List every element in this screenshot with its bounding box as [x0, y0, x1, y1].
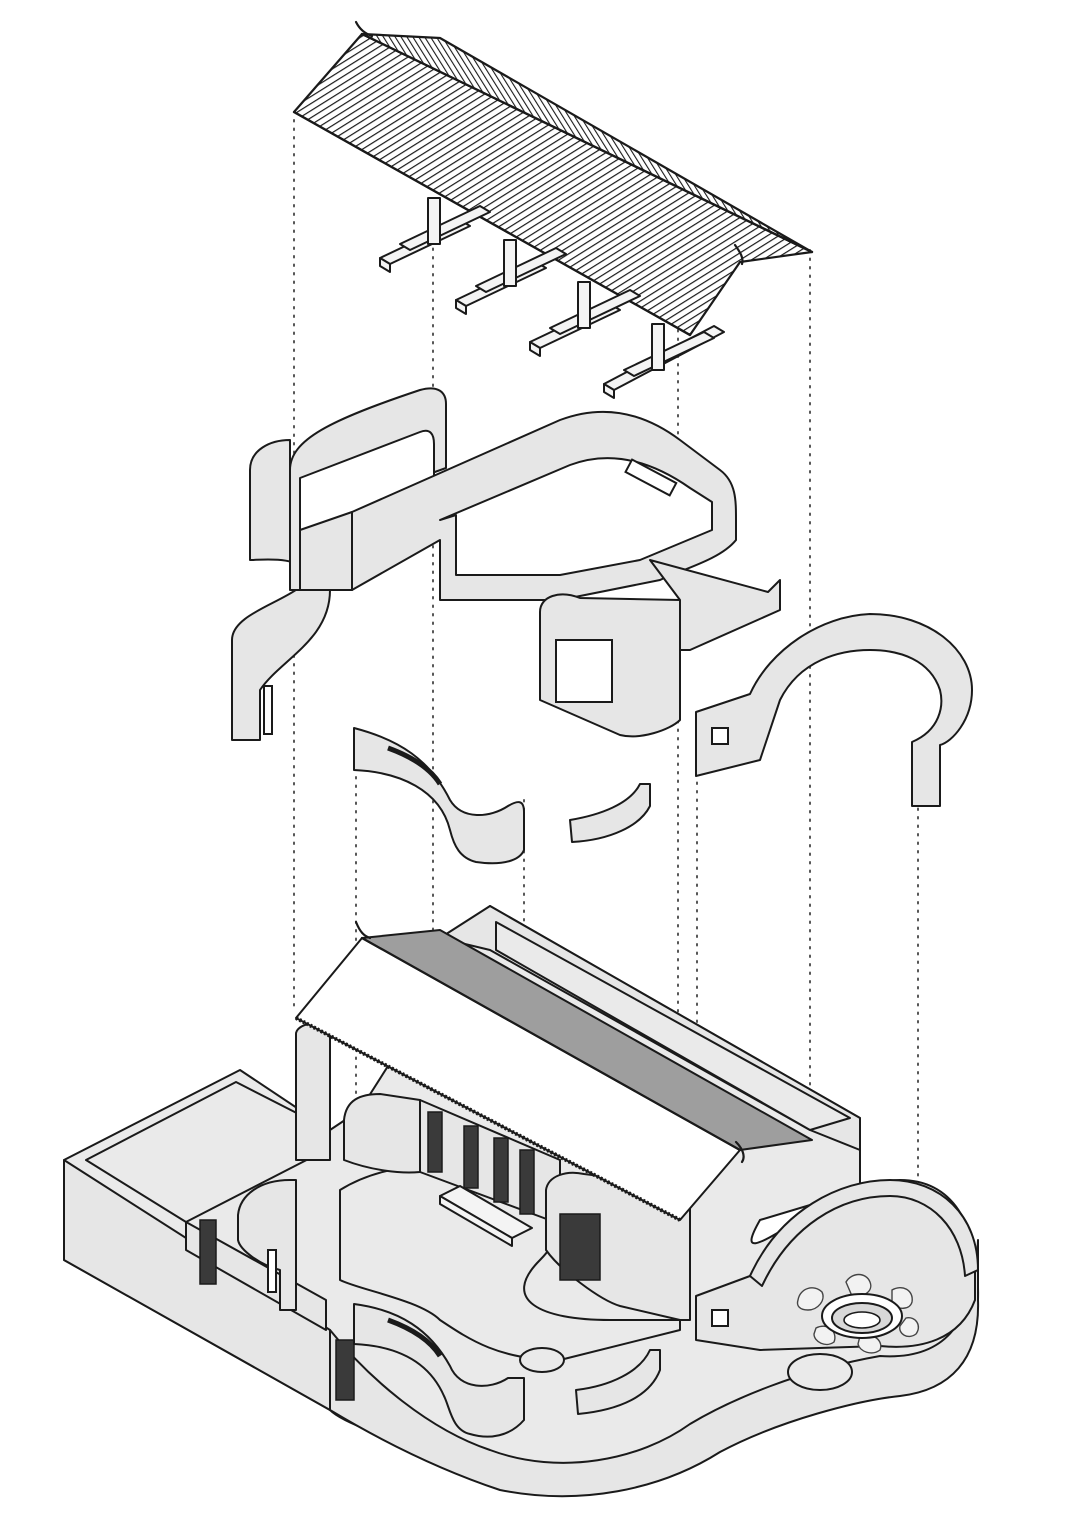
rock: [796, 1287, 824, 1311]
hall-window: [427, 1111, 443, 1173]
roof-frame-beam: [603, 323, 725, 399]
hall-roof-ridge: [360, 936, 742, 1152]
window-glazing: [199, 1219, 217, 1285]
pond-inner-ring: [843, 1311, 881, 1329]
hall-wall: [295, 1021, 331, 1161]
wall-square-window: [711, 1309, 729, 1327]
back-courtyard-floor: [495, 921, 851, 1131]
planting-circle: [519, 1347, 565, 1373]
screen-wall-slot: [387, 1317, 443, 1358]
wall-square-window: [711, 727, 729, 745]
hall-curved-corner-wall: [343, 1093, 421, 1174]
hall-roof-finial: [734, 1140, 745, 1164]
roof-ridge-finial: [354, 20, 374, 38]
circular-arc-wall: [695, 613, 973, 807]
right-wing-window: [559, 1213, 601, 1281]
rock: [899, 1317, 920, 1338]
ground-arc-screen-wall: [575, 1349, 661, 1415]
curved-walls-layer: [231, 387, 973, 807]
screen-walls-layer: [353, 727, 651, 865]
roof-frame-beam: [529, 281, 641, 357]
roof-frame-beam: [455, 239, 567, 315]
hall-roof-finial: [354, 920, 372, 940]
roof-frame-layer: [379, 197, 725, 399]
entrance-door: [335, 1339, 355, 1401]
hall-window: [493, 1137, 509, 1203]
lower-box-side-wall: [649, 559, 781, 651]
pond-with-rocks: [796, 1273, 920, 1354]
roof-ridge-finial: [733, 243, 744, 266]
ground-serpentine-screen-wall: [353, 1303, 525, 1438]
wall-slot-window: [263, 685, 273, 735]
ground-assembly-layer: [63, 905, 980, 1498]
courtyard-bench-side: [439, 1195, 513, 1247]
roof-tile-slope: [292, 32, 814, 337]
wall-slot-window: [267, 1249, 277, 1293]
wall-slot-window: [624, 458, 678, 497]
planting-circle: [787, 1353, 853, 1391]
roof-frame-beam: [379, 197, 491, 273]
central-loop-inner: [439, 457, 713, 576]
hall-window: [519, 1149, 535, 1215]
screen-wall-slot: [387, 745, 443, 786]
roof-tiles-layer: [292, 20, 814, 337]
entry-curved-wall: [237, 1179, 297, 1311]
hall-roof-eave-tiles: [295, 1016, 681, 1222]
hall-window: [463, 1125, 479, 1189]
pond-enclosure-wall: [749, 1179, 979, 1287]
roof-ridge: [360, 32, 814, 254]
short-arc-screen-wall: [569, 783, 651, 843]
wall-opening: [555, 639, 613, 703]
serpentine-screen-wall: [353, 727, 525, 865]
